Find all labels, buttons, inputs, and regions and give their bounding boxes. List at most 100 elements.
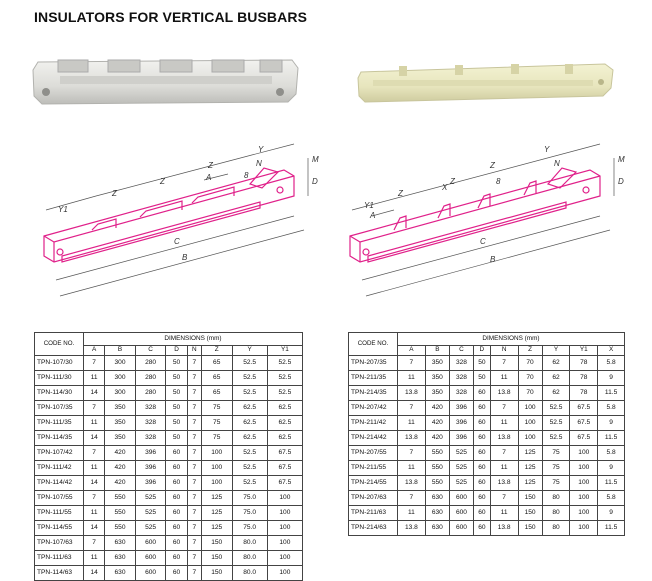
dimension-cell: 13.8	[489, 385, 519, 401]
dimension-cell: 150	[200, 535, 233, 551]
dimension-cell: 11.5	[597, 430, 625, 446]
dimension-cell: 100	[569, 505, 599, 521]
dimension-cell: 7	[82, 355, 106, 371]
dimension-cell: 50	[165, 355, 188, 371]
dimension-cell: 630	[424, 520, 450, 536]
dimension-cell: 52.5	[266, 370, 304, 386]
dimension-cell: 52.5	[266, 385, 304, 401]
code-cell: TPN-107/30	[34, 355, 84, 371]
dimension-cell: 62.5	[266, 415, 304, 431]
dimension-cell: 50	[473, 355, 491, 371]
code-cell: TPN-214/63	[348, 520, 398, 536]
dimension-cell: 75	[541, 475, 571, 491]
dim-label-y: Y	[258, 145, 264, 154]
dim-label-c: C	[174, 237, 180, 246]
dim-label-d: D	[618, 177, 624, 186]
dimension-cell: 100	[569, 490, 599, 506]
dimension-cell: 7	[82, 535, 106, 551]
code-header: CODE NO.	[348, 332, 398, 356]
dimension-cell: 328	[134, 430, 167, 446]
dimension-cell: 60	[473, 385, 491, 401]
dimension-cell: 11	[489, 460, 519, 476]
dimension-cell: 7	[82, 400, 106, 416]
dimension-cell: 350	[424, 355, 450, 371]
dim-label-a: A	[369, 211, 375, 220]
dimension-cell: 7	[186, 520, 202, 536]
code-header: CODE NO.	[34, 332, 84, 356]
dimension-cell: 7	[489, 400, 519, 416]
dimension-cell: 100	[266, 535, 304, 551]
dimension-cell: 525	[448, 445, 475, 461]
dimension-cell: 100	[569, 460, 599, 476]
dimension-cell: 60	[473, 430, 491, 446]
dimension-cell: 65	[200, 370, 233, 386]
dimension-cell: 7	[397, 445, 426, 461]
code-cell: TPN-114/35	[34, 430, 84, 446]
dimension-cell: 100	[266, 520, 304, 536]
dimension-cell: 60	[473, 445, 491, 461]
dimension-cell: 11.5	[597, 385, 625, 401]
code-cell: TPN-111/42	[34, 460, 84, 476]
dimension-cell: 11	[82, 505, 106, 521]
dimension-cell: 11	[397, 415, 426, 431]
dimension-cell: 75	[541, 460, 571, 476]
dimension-cell: 7	[186, 460, 202, 476]
dim-label-m: M	[618, 155, 625, 164]
dimension-cell: 525	[134, 505, 167, 521]
dimension-cell: 62.5	[231, 400, 268, 416]
dimension-cell: 11	[397, 460, 426, 476]
dimension-cell: 80	[541, 505, 571, 521]
dimension-cell: 67.5	[266, 475, 304, 491]
code-cell: TPN-211/55	[348, 460, 398, 476]
dimension-cell: 52.5	[231, 385, 268, 401]
code-cell: TPN-114/30	[34, 385, 84, 401]
dimension-cell: 5.8	[597, 490, 625, 506]
dimension-cell: 70	[517, 355, 543, 371]
dim-label-z: Z	[397, 189, 404, 198]
dimension-cell: 14	[82, 430, 106, 446]
dimension-cell: 7	[186, 490, 202, 506]
dimension-cell: 67.5	[569, 430, 599, 446]
dim-label-n: N	[256, 159, 262, 168]
dim-label-a: A	[205, 173, 211, 182]
dimension-cell: 13.8	[489, 475, 519, 491]
column-header: Y1	[266, 345, 304, 356]
column-header: Z	[517, 345, 543, 356]
dimension-cell: 11.5	[597, 475, 625, 491]
dimension-cell: 52.5	[266, 355, 304, 371]
dim-label-d: D	[312, 177, 318, 186]
code-cell: TPN-107/55	[34, 490, 84, 506]
dimension-cell: 525	[134, 520, 167, 536]
dim-label-x: X	[441, 183, 448, 192]
dimension-cell: 7	[186, 535, 202, 551]
dimension-cell: 65	[200, 355, 233, 371]
dimension-cell: 125	[200, 490, 233, 506]
insulator-photo-grey	[32, 59, 299, 105]
dimension-cell: 350	[424, 385, 450, 401]
dimension-cell: 7	[186, 430, 202, 446]
dimension-cell: 150	[200, 565, 233, 581]
dimension-cell: 125	[517, 475, 543, 491]
dimension-cell: 50	[165, 400, 188, 416]
code-cell: TPN-211/42	[348, 415, 398, 431]
dimension-cell: 150	[517, 490, 543, 506]
dimension-cell: 80.0	[231, 565, 268, 581]
column-header: X	[597, 345, 625, 356]
dimension-cell: 396	[448, 430, 475, 446]
code-cell: TPN-114/42	[34, 475, 84, 491]
dimension-cell: 630	[104, 550, 136, 566]
dimension-cell: 280	[134, 355, 167, 371]
dimension-cell: 100	[266, 550, 304, 566]
code-cell: TPN-214/55	[348, 475, 398, 491]
dimension-cell: 600	[134, 535, 167, 551]
dimension-cell: 60	[473, 505, 491, 521]
